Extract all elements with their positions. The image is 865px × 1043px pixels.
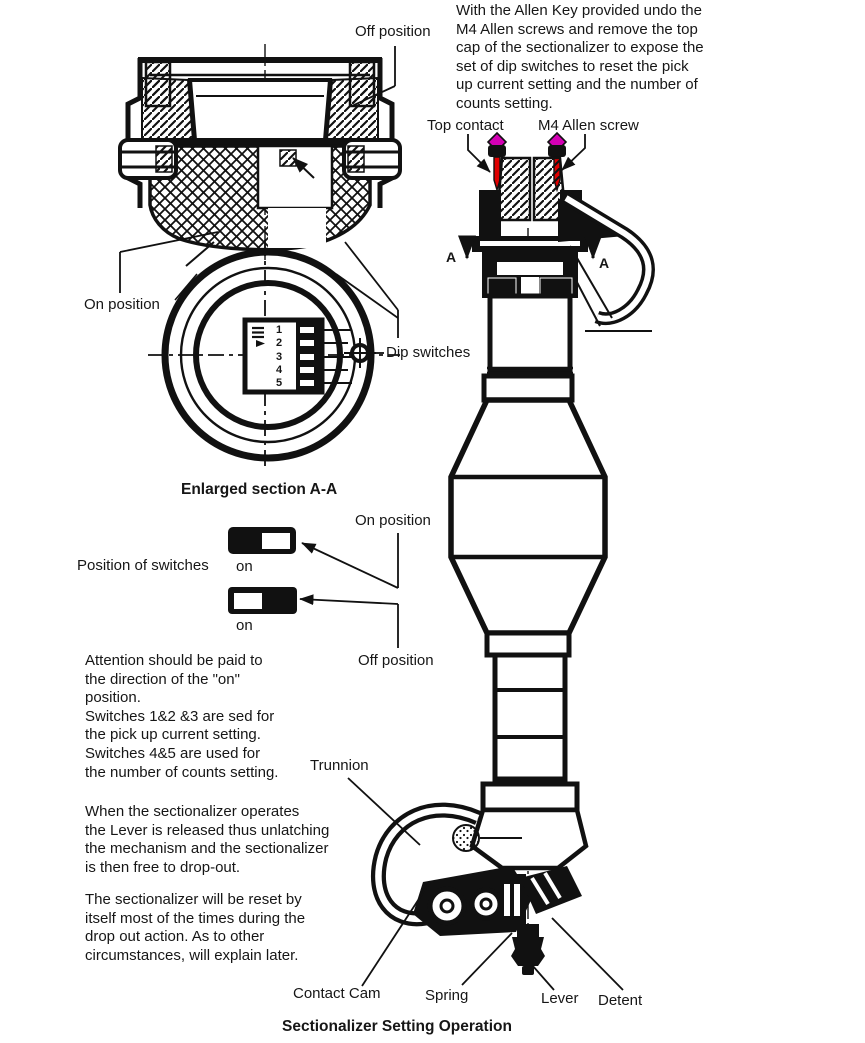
section-marker-right xyxy=(573,235,602,260)
section-letter-left: A xyxy=(446,249,457,265)
on-position-left-leader xyxy=(119,231,219,293)
section-letter-right: A xyxy=(599,255,610,271)
top-cap-section-drawing xyxy=(118,44,402,293)
label-m4-allen-screw: M4 Allen screw xyxy=(538,117,639,134)
label-position-of-switches: Position of switches xyxy=(77,557,209,574)
label-contact-cam: Contact Cam xyxy=(293,985,381,1002)
section-target-icon xyxy=(344,338,376,368)
dip-number-1: 1 xyxy=(276,324,283,336)
caption-title: Sectionalizer Setting Operation xyxy=(282,1018,512,1035)
label-off-position-right: Off position xyxy=(358,652,434,669)
dip-number-3: 3 xyxy=(276,351,283,363)
dip-number-5: 5 xyxy=(276,377,283,389)
note-reset: The sectionalizer will be reset by itsel… xyxy=(85,891,306,964)
mechanism-drawing xyxy=(347,777,624,991)
reset-lever-handle xyxy=(558,192,655,332)
dip-number-2: 2 xyxy=(276,337,283,349)
section-cut-block xyxy=(482,252,578,298)
section-marker-left xyxy=(458,235,487,260)
label-switch-top-on: on xyxy=(236,558,253,575)
mechanism-leaders xyxy=(347,777,624,991)
label-switch-bottom-on: on xyxy=(236,617,253,634)
sectionalizer-assembly-drawing xyxy=(448,131,655,930)
note-operation: When the sectionalizer operates the Leve… xyxy=(85,803,330,876)
label-lever: Lever xyxy=(541,990,579,1007)
label-top-contact: Top contact xyxy=(427,117,504,134)
dip-row2-arrow-icon xyxy=(256,340,265,347)
dip-switch-block xyxy=(242,317,352,395)
switch-on-diagram xyxy=(228,527,399,589)
label-trunnion: Trunnion xyxy=(310,757,369,774)
note-attention: Attention should be paid to the directio… xyxy=(85,652,279,781)
enlarged-section-drawing xyxy=(148,240,400,470)
caption-enlarged-section: Enlarged section A-A xyxy=(181,481,338,498)
dip-on-indicator-icon xyxy=(252,326,264,339)
label-detent: Detent xyxy=(598,992,643,1009)
switch-off-diagram xyxy=(228,587,399,648)
top-contact-screw xyxy=(486,131,508,193)
label-on-position-right: On position xyxy=(355,512,431,529)
label-on-position-left: On position xyxy=(84,296,160,313)
dip-number-4: 4 xyxy=(276,364,283,376)
off-position-top-leader xyxy=(351,46,396,107)
label-off-position-top: Off position xyxy=(355,23,431,40)
note-allen-key: With the Allen Key provided undo the M4 … xyxy=(456,2,704,112)
label-dip-switches: Dip switches xyxy=(386,344,471,361)
label-spring: Spring xyxy=(425,987,469,1004)
